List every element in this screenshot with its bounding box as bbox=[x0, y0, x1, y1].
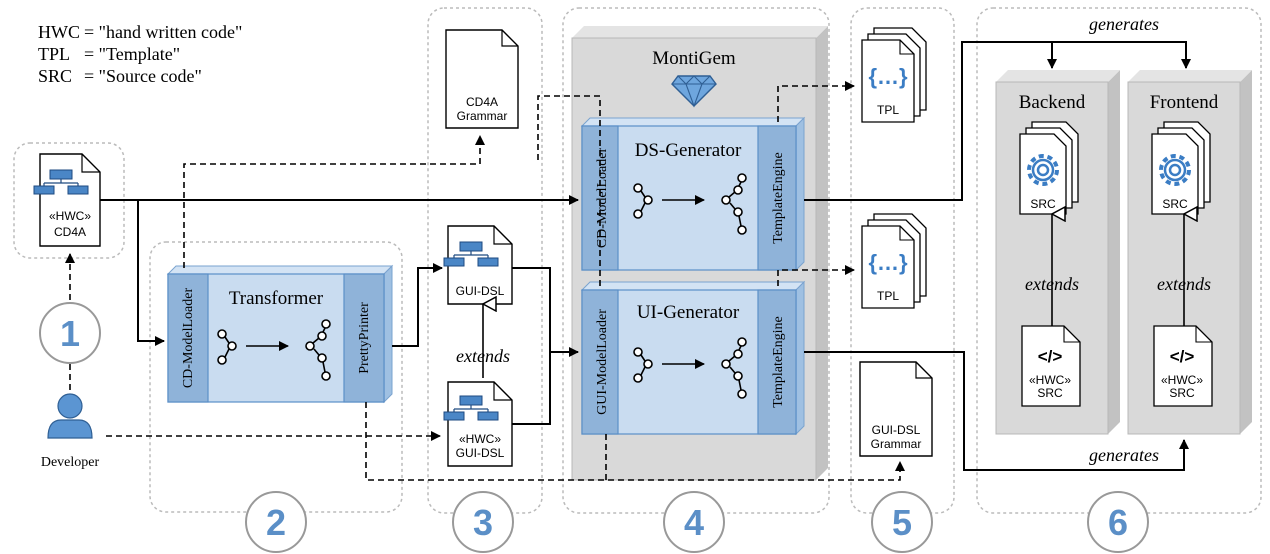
cd4a-grammar-line2: Grammar bbox=[457, 109, 508, 123]
ui-generator-title: UI-Generator bbox=[637, 302, 740, 323]
step-6-number: 6 bbox=[1108, 502, 1128, 543]
step-5-number: 5 bbox=[892, 502, 912, 543]
legend-src-abbr: SRC bbox=[38, 66, 72, 86]
gui-dsl-grammar-doc: GUI-DSL Grammar bbox=[859, 361, 933, 457]
region-2 bbox=[149, 241, 403, 513]
legend-src-eq: = "Source code" bbox=[84, 66, 202, 86]
developer-label: Developer bbox=[41, 455, 100, 470]
tpl-stack-mid: {…} TPL bbox=[861, 213, 927, 309]
legend-tpl-abbr: TPL bbox=[38, 44, 70, 64]
gear-icon bbox=[1159, 154, 1191, 186]
frontend-src-label: SRC bbox=[1162, 197, 1188, 211]
ds-generator: CD-ModelLoader TemplateEngine DS-Generat… bbox=[580, 116, 806, 272]
solid-connectors bbox=[100, 41, 1186, 471]
generates-bottom-label: generates bbox=[1089, 445, 1159, 465]
frontend-src-stack: SRC bbox=[1151, 121, 1211, 215]
gui-dsl-model-doc: GUI-DSL bbox=[443, 225, 513, 305]
transformer-printer-label: PrettyPrinter bbox=[357, 302, 372, 374]
developer: Developer bbox=[41, 393, 100, 470]
step-circles: 1 2 3 4 5 6 bbox=[39, 302, 1149, 553]
step-6: 6 bbox=[1087, 491, 1149, 553]
code-icon: </> bbox=[1038, 347, 1063, 366]
legend-hwc-abbr: HWC bbox=[38, 22, 80, 42]
legend-tpl-eq: = "Template" bbox=[84, 44, 180, 64]
transformer-title: Transformer bbox=[229, 288, 324, 309]
ui-engine-label: TemplateEngine bbox=[771, 316, 786, 408]
legend: HWC = "hand written code" TPL = "Templat… bbox=[38, 22, 242, 86]
gear-icon bbox=[1027, 154, 1059, 186]
transformer-loader-label: CD-ModelLoader bbox=[181, 288, 196, 389]
backend-title: Backend bbox=[1019, 92, 1086, 113]
step-1: 1 bbox=[39, 302, 101, 364]
backend-hwc-stereo: «HWC» bbox=[1029, 373, 1071, 387]
generates-top-label: generates bbox=[1089, 14, 1159, 34]
cd4a-model-doc: «HWC» CD4A bbox=[33, 153, 101, 247]
region-4 bbox=[562, 7, 830, 514]
step-2-number: 2 bbox=[266, 502, 286, 543]
backend-src-stack: SRC bbox=[1019, 121, 1079, 215]
template-icon: {…} bbox=[868, 64, 908, 89]
region-3 bbox=[427, 7, 543, 514]
tpl-stack-top: {…} TPL bbox=[861, 27, 927, 123]
cd4a-grammar-doc: CD4A Grammar bbox=[445, 29, 519, 129]
ui-generator: GUI-ModelLoader TemplateEngine UI-Genera… bbox=[580, 280, 806, 436]
backend-hwc-src: SRC bbox=[1037, 386, 1063, 400]
region-5 bbox=[850, 7, 955, 514]
ds-engine-label: TemplateEngine bbox=[771, 152, 786, 244]
tpl-mid-label: TPL bbox=[877, 289, 899, 303]
step-5: 5 bbox=[871, 491, 933, 553]
hwc-gui-dsl-name: GUI-DSL bbox=[456, 446, 505, 460]
developer-icon bbox=[47, 393, 93, 439]
gui-dsl-grammar-line1: GUI-DSL bbox=[872, 423, 921, 437]
gui-dsl-name: GUI-DSL bbox=[456, 284, 505, 298]
template-icon: {…} bbox=[868, 250, 908, 275]
frontend-hwc-stereo: «HWC» bbox=[1161, 373, 1203, 387]
backend-box: Backend SRC extends </> «HWC» SRC bbox=[995, 70, 1120, 435]
gui-dsl-grammar-line2: Grammar bbox=[871, 437, 922, 451]
tpl-top-label: TPL bbox=[877, 103, 899, 117]
frontend-hwc-src: SRC bbox=[1169, 386, 1195, 400]
dashed-connectors bbox=[65, 81, 905, 481]
step-4: 4 bbox=[663, 491, 725, 553]
ds-generator-title: DS-Generator bbox=[635, 140, 742, 161]
step-2: 2 bbox=[245, 491, 307, 553]
frontend-hwc-src-doc: </> «HWC» SRC bbox=[1153, 325, 1213, 407]
step-1-number: 1 bbox=[60, 313, 80, 354]
frontend-box: Frontend SRC extends </> «HWC» SRC bbox=[1127, 70, 1252, 435]
cd4a-grammar-line1: CD4A bbox=[466, 95, 498, 109]
step-4-number: 4 bbox=[684, 502, 704, 543]
montigem-title: MontiGem bbox=[652, 48, 736, 69]
cd4a-stereo: «HWC» bbox=[49, 209, 91, 223]
step-3: 3 bbox=[452, 491, 514, 553]
transformer: CD-ModelLoader PrettyPrinter Transformer bbox=[166, 264, 394, 404]
code-icon: </> bbox=[1170, 347, 1195, 366]
hwc-gui-dsl-stereo: «HWC» bbox=[459, 432, 501, 446]
step-3-number: 3 bbox=[473, 502, 493, 543]
diamond-icon bbox=[671, 75, 717, 108]
backend-hwc-src-doc: </> «HWC» SRC bbox=[1021, 325, 1081, 407]
frontend-title: Frontend bbox=[1150, 92, 1219, 113]
cd4a-name: CD4A bbox=[54, 225, 86, 239]
backend-src-label: SRC bbox=[1030, 197, 1056, 211]
legend-hwc-eq: = "hand written code" bbox=[84, 22, 242, 42]
ui-loader-label: GUI-ModelLoader bbox=[595, 309, 610, 415]
hwc-gui-dsl-doc: «HWC» GUI-DSL bbox=[443, 381, 513, 467]
ds-loader-label: CD-ModelLoader bbox=[595, 148, 610, 249]
